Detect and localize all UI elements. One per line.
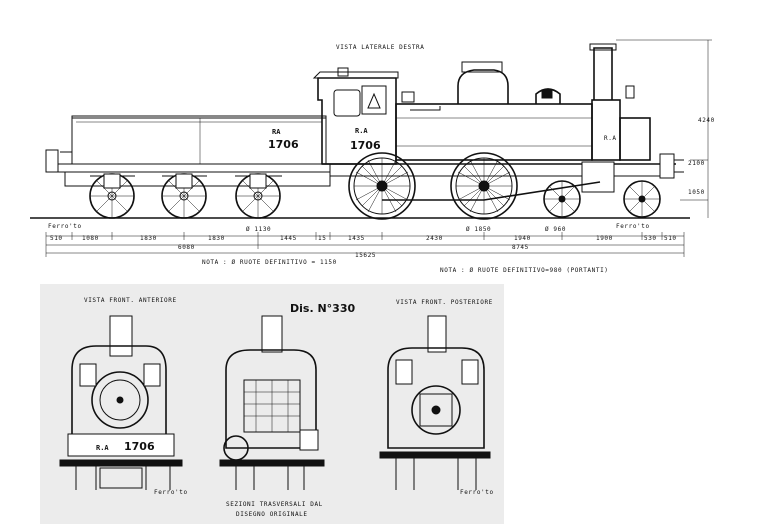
front-views: VISTA FRONT. ANTERIORE Dis. N°330 VISTA …	[40, 284, 504, 524]
tender: RA 1706	[45, 115, 331, 219]
dim-value: 8745	[512, 244, 529, 251]
dim-value: 2430	[426, 235, 443, 242]
wheel-dim-tender: Ø 1130	[246, 226, 271, 233]
dim-value: 15	[318, 235, 326, 242]
dim-value: 510	[664, 235, 677, 242]
dim-value: 6080	[178, 244, 195, 251]
front-marking-line2: 1706	[124, 440, 155, 453]
front-anterior-view: R.A 1706	[59, 315, 183, 490]
dim-value: 530	[644, 235, 657, 242]
front-posterior-view	[379, 315, 491, 490]
rail-label-rear: Ferro'to	[460, 489, 494, 496]
wheel-dim-driving: Ø 1850	[466, 226, 491, 233]
dim-value: 510	[50, 235, 63, 242]
dim-total: 15625	[355, 252, 376, 259]
rear-view-title: VISTA FRONT. POSTERIORE	[396, 299, 493, 306]
dim-value: 1445	[280, 235, 297, 242]
height-value: 1050	[688, 189, 705, 196]
locomotive: R.A 1706 R.A	[312, 43, 684, 220]
smokebox-plate: R.A	[604, 135, 617, 142]
dim-value: 1940	[514, 235, 531, 242]
height-value: 4240	[698, 117, 715, 124]
rail-label-front: Ferro'to	[154, 489, 188, 496]
dim-value: 1830	[208, 235, 225, 242]
leading-wheel	[543, 180, 581, 218]
side-view: VISTA LATERALE DESTRA RA 1706	[30, 39, 715, 274]
note-2: NOTA : Ø RUOTE DEFINITIVO=980 (PORTANTI)	[440, 267, 609, 274]
tender-marking-line2: 1706	[268, 138, 299, 151]
note-1: NOTA : Ø RUOTE DEFINITIVO = 1150	[202, 259, 337, 266]
dim-value: 1830	[140, 235, 157, 242]
cross-section-view: SEZIONI TRASVERSALI DAL DISEGNO ORIGINAL…	[219, 315, 325, 518]
dim-value: 1435	[348, 235, 365, 242]
front-view-title: VISTA FRONT. ANTERIORE	[84, 297, 177, 304]
dim-value: 1080	[82, 235, 99, 242]
dim-value: 1900	[596, 235, 613, 242]
rail-label-right: Ferro'to	[616, 223, 650, 230]
drawing-number: Dis. N°330	[290, 302, 355, 315]
section-caption-line1: SEZIONI TRASVERSALI DAL	[226, 501, 323, 508]
driving-wheel	[348, 152, 416, 220]
side-view-title: VISTA LATERALE DESTRA	[336, 44, 424, 51]
section-caption-line2: DISEGNO ORIGINALE	[236, 511, 308, 518]
cab-marking-line2: 1706	[350, 139, 381, 152]
driving-wheel	[450, 152, 518, 220]
rail-label-left: Ferro'to	[48, 223, 82, 230]
front-marking-line1: R.A	[96, 444, 109, 452]
height-value: 2100	[688, 160, 705, 167]
tender-marking-line1: RA	[272, 128, 281, 136]
wheel-dim-leading: Ø 960	[545, 226, 566, 233]
front-carrying-wheel	[623, 180, 661, 218]
cab-marking-line1: R.A	[355, 127, 368, 135]
